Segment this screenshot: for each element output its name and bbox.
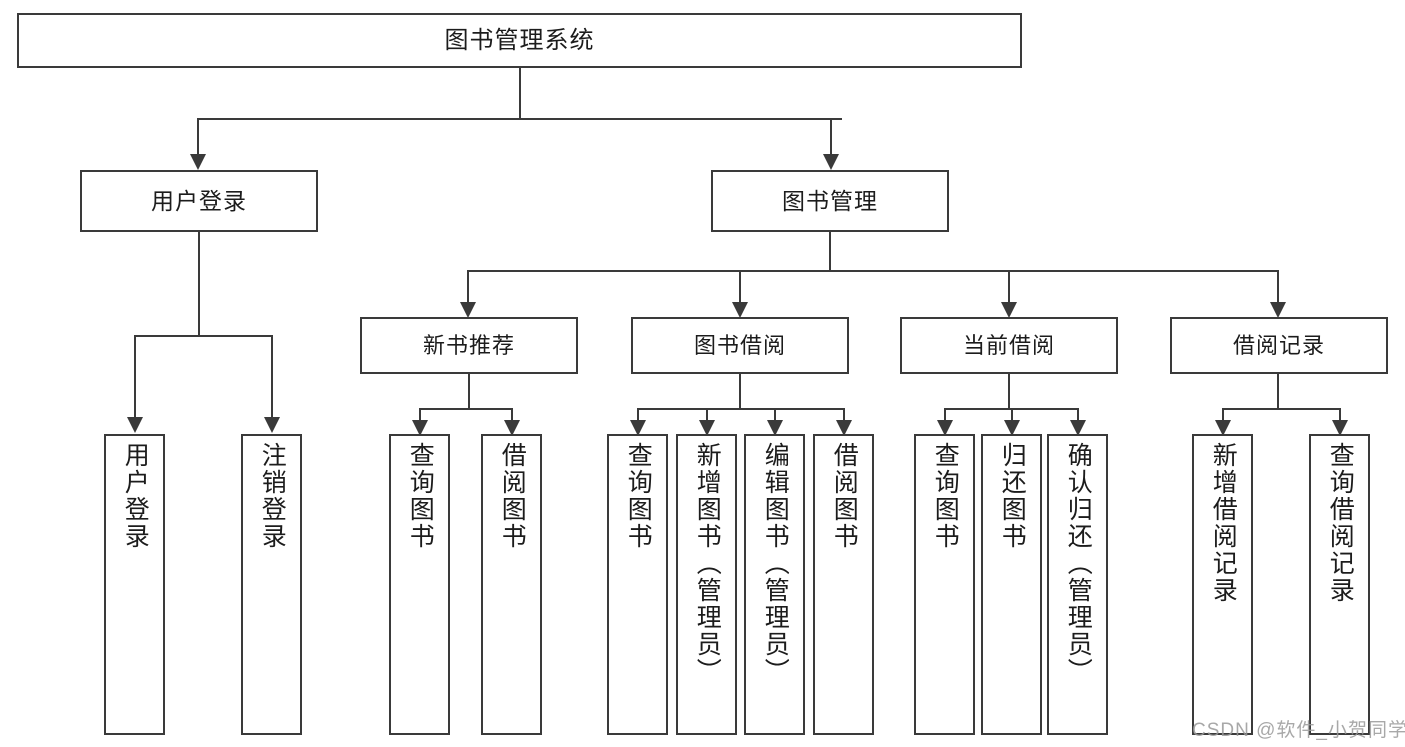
connector-user-login-to-leaf-2 [271,335,273,419]
arrow-bb-to-leaf-1 [630,420,646,436]
connector-br-to-leaf-2 [1339,408,1341,422]
node-label: 新书推荐 [422,332,515,358]
connector-book-borrow-bus [637,408,845,410]
connector-book-management-bus [467,270,1277,272]
connector-nb-to-leaf-2 [511,408,513,422]
node-label: 借阅记录 [1232,332,1325,358]
leaf-query-book-current[interactable]: 查询图书 [914,434,975,735]
connector-bb-to-leaf-2 [706,408,708,422]
connector-bb-to-leaf-3 [774,408,776,422]
arrow-root-to-user-login [190,154,206,170]
connector-bm-to-book-borrow [739,270,741,304]
arrow-bm-to-new-book [460,302,476,318]
leaf-query-book-recommend[interactable]: 查询图书 [389,434,450,735]
connector-root-bus [197,118,842,120]
leaf-label: 新增借阅记录 [1209,442,1238,604]
arrow-bm-to-book-borrow [732,302,748,318]
connector-bb-to-leaf-4 [843,408,845,422]
connector-borrow-record-stem [1277,374,1279,410]
connector-bm-to-current-borrow [1008,270,1010,304]
arrow-nb-to-leaf-1 [412,420,428,436]
leaf-add-borrow-record[interactable]: 新增借阅记录 [1192,434,1253,735]
arrow-cb-to-leaf-2 [1004,420,1020,436]
arrow-user-login-to-leaf-2 [264,417,280,433]
arrow-user-login-to-leaf-1 [127,417,143,433]
connector-user-login-bus [134,335,272,337]
leaf-query-book-borrow[interactable]: 查询图书 [607,434,668,735]
connector-cb-to-leaf-3 [1077,408,1079,422]
connector-bm-to-new-book [467,270,469,304]
node-label: 图书管理系统 [444,26,595,54]
leaf-confirm-return-admin[interactable]: 确认归还（管理员） [1047,434,1108,735]
connector-new-book-stem [468,374,470,410]
connector-user-login-to-leaf-1 [134,335,136,419]
arrow-br-to-leaf-2 [1332,420,1348,436]
leaf-label: 查询图书 [931,442,960,550]
connector-new-book-bus [419,408,512,410]
node-label: 图书借阅 [693,332,786,358]
connector-book-borrow-stem [739,374,741,410]
node-book-management-system[interactable]: 图书管理系统 [17,13,1022,68]
connector-br-to-leaf-1 [1222,408,1224,422]
connector-cb-to-leaf-1 [944,408,946,422]
leaf-label: 注销登录 [258,442,287,550]
connector-current-borrow-stem [1008,374,1010,410]
node-current-borrow[interactable]: 当前借阅 [900,317,1118,374]
arrow-bb-to-leaf-3 [767,420,783,436]
connector-bb-to-leaf-1 [637,408,639,422]
csdn-watermark: CSDN @软件_小贺同学 [1192,720,1405,741]
arrow-bb-to-leaf-4 [836,420,852,436]
leaf-label: 查询借阅记录 [1326,442,1355,604]
node-book-management[interactable]: 图书管理 [711,170,949,232]
connector-borrow-record-bus [1222,408,1340,410]
leaf-label: 新增图书（管理员） [693,442,722,685]
leaf-edit-book-admin[interactable]: 编辑图书（管理员） [744,434,805,735]
leaf-label: 借阅图书 [498,442,527,550]
arrow-bb-to-leaf-2 [699,420,715,436]
connector-book-management-stem [829,232,831,272]
node-label: 图书管理 [782,187,878,214]
connector-root-stem [519,68,521,120]
leaf-borrow-book-recommend[interactable]: 借阅图书 [481,434,542,735]
arrow-cb-to-leaf-3 [1070,420,1086,436]
node-new-book-recommend[interactable]: 新书推荐 [360,317,578,374]
leaf-query-borrow-record[interactable]: 查询借阅记录 [1309,434,1370,735]
leaf-label: 确认归还（管理员） [1064,442,1093,685]
node-label: 当前借阅 [962,332,1055,358]
connector-root-to-book-management [830,118,832,156]
leaf-borrow-book[interactable]: 借阅图书 [813,434,874,735]
leaf-return-book[interactable]: 归还图书 [981,434,1042,735]
arrow-bm-to-borrow-record [1270,302,1286,318]
arrow-cb-to-leaf-1 [937,420,953,436]
leaf-label: 编辑图书（管理员） [761,442,790,685]
connector-root-to-user-login [197,118,199,156]
leaf-add-book-admin[interactable]: 新增图书（管理员） [676,434,737,735]
leaf-logout[interactable]: 注销登录 [241,434,302,735]
arrow-root-to-book-management [823,154,839,170]
node-label: 用户登录 [151,187,247,214]
connector-nb-to-leaf-1 [419,408,421,422]
leaf-label: 用户登录 [121,442,150,550]
leaf-label: 查询图书 [624,442,653,550]
node-borrow-record[interactable]: 借阅记录 [1170,317,1388,374]
leaf-label: 归还图书 [998,442,1027,550]
arrow-br-to-leaf-1 [1215,420,1231,436]
connector-user-login-stem [198,232,200,336]
arrow-bm-to-current-borrow [1001,302,1017,318]
leaf-user-login[interactable]: 用户登录 [104,434,165,735]
leaf-label: 借阅图书 [830,442,859,550]
node-book-borrow[interactable]: 图书借阅 [631,317,849,374]
node-user-login[interactable]: 用户登录 [80,170,318,232]
arrow-nb-to-leaf-2 [504,420,520,436]
leaf-label: 查询图书 [406,442,435,550]
connector-cb-to-leaf-2 [1011,408,1013,422]
connector-bm-to-borrow-record [1277,270,1279,304]
